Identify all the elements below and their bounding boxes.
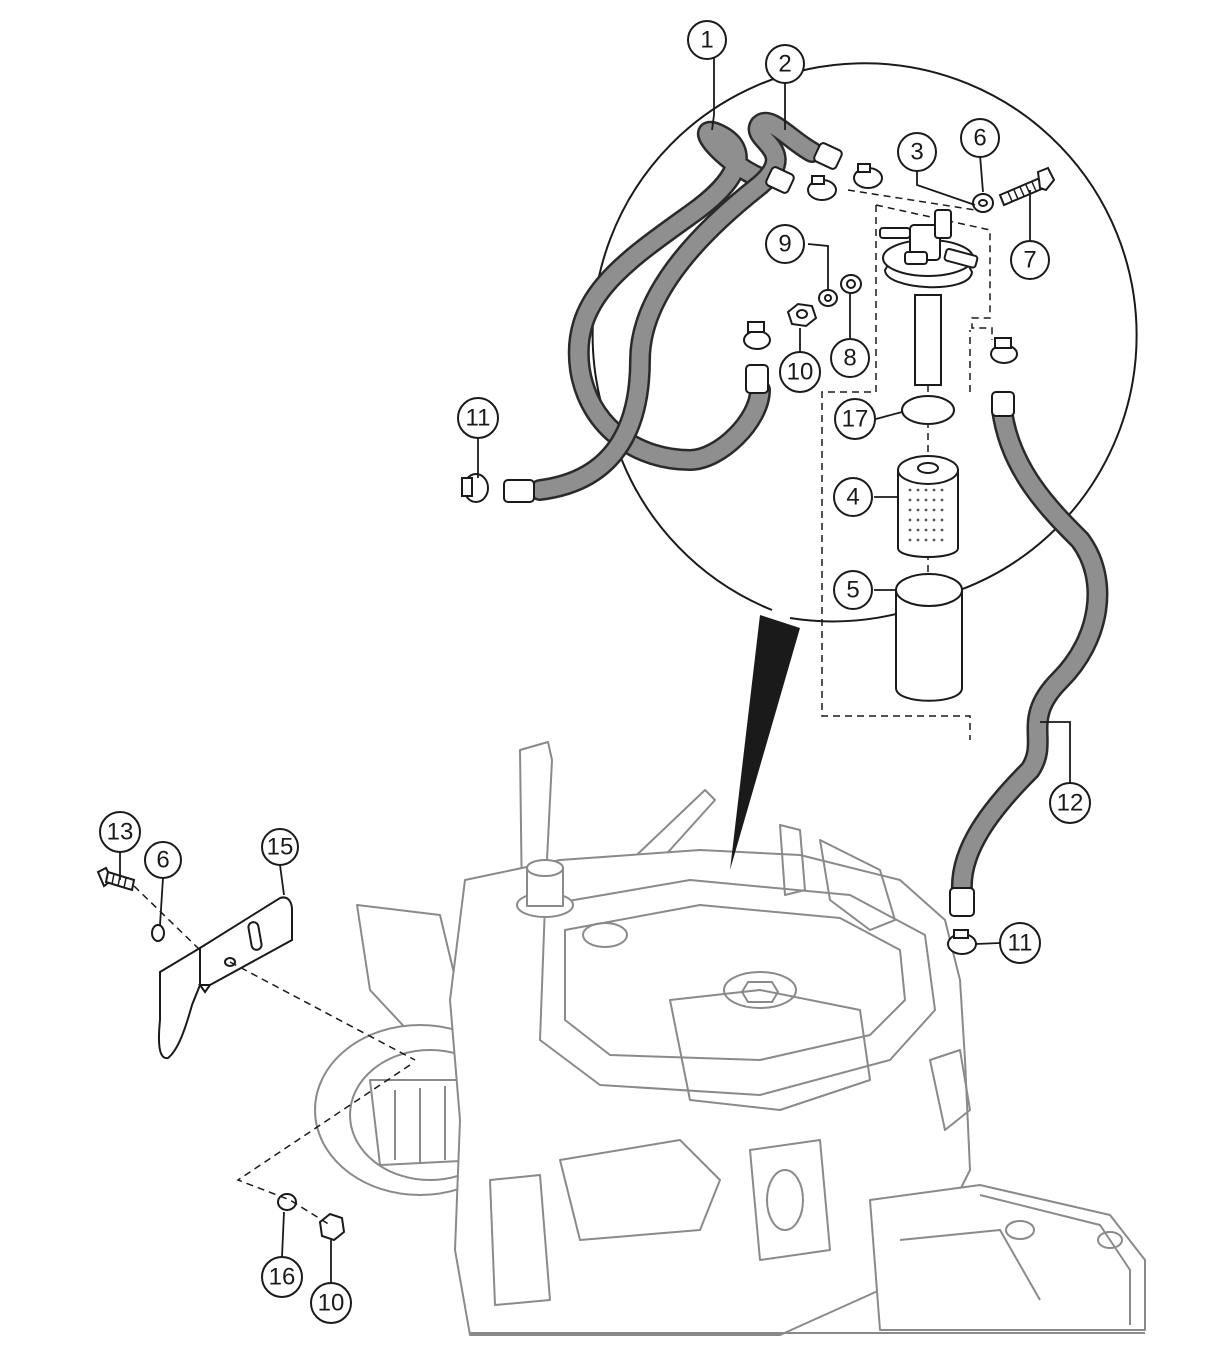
svg-text:12: 12 [1057, 790, 1084, 817]
clamp-icon [853, 163, 883, 189]
svg-text:1: 1 [700, 27, 713, 54]
svg-text:7: 7 [1023, 247, 1036, 274]
callout-8: 8 [830, 338, 870, 378]
hose-clamps [461, 163, 1018, 955]
engine-illustration [314, 741, 1146, 1336]
svg-text:2: 2 [778, 51, 791, 78]
hose-fittings [503, 142, 1015, 917]
callout-6-lower: 6 [144, 841, 182, 879]
hose-2 [529, 111, 823, 501]
bolt-13 [96, 866, 136, 892]
callout-9: 9 [765, 224, 805, 264]
svg-text:11: 11 [1008, 930, 1033, 957]
svg-text:8: 8 [843, 345, 856, 372]
svg-text:4: 4 [846, 484, 859, 511]
callout-17: 17 [834, 398, 876, 440]
callout-12: 12 [1049, 782, 1091, 824]
callout-15: 15 [261, 828, 299, 866]
callout-2: 2 [765, 44, 805, 84]
clamp-icon [743, 321, 771, 350]
nut-10-lower [318, 1212, 346, 1242]
svg-text:11: 11 [466, 405, 491, 432]
filter-assembly [786, 166, 1056, 740]
clamp-icon [947, 929, 977, 955]
svg-text:3: 3 [910, 139, 923, 166]
callout-10-lower: 10 [310, 1282, 352, 1324]
callout-11-upper: 11 [457, 397, 499, 439]
svg-text:9: 9 [778, 231, 791, 258]
clamp-icon [807, 175, 837, 201]
callout-7: 7 [1010, 240, 1050, 280]
leader-lines [119, 58, 1071, 1283]
hose-1 [567, 120, 771, 471]
callout-6-upper: 6 [960, 118, 1000, 158]
svg-text:17: 17 [842, 406, 869, 433]
hose-12 [950, 399, 1109, 901]
callout-13: 13 [99, 811, 141, 853]
filter-perforation [908, 488, 944, 542]
washer-6-lower [151, 924, 165, 942]
svg-text:10: 10 [318, 1290, 345, 1317]
callout-4: 4 [833, 477, 873, 517]
callout-1: 1 [687, 20, 727, 60]
svg-text:6: 6 [973, 125, 986, 152]
bracket-15 [158, 896, 293, 1060]
clamp-icon [990, 337, 1018, 364]
callout-16: 16 [261, 1256, 303, 1298]
bolt-7 [998, 166, 1056, 207]
svg-text:15: 15 [267, 834, 294, 861]
svg-text:13: 13 [107, 819, 134, 846]
clamp-icon [461, 473, 489, 503]
callout-11-lower: 11 [999, 922, 1041, 964]
assembly-lines [133, 885, 416, 1226]
callout-3: 3 [897, 132, 937, 172]
callout-5: 5 [833, 570, 873, 610]
svg-text:10: 10 [787, 359, 814, 386]
svg-text:6: 6 [156, 847, 169, 874]
callout-10-upper: 10 [779, 351, 821, 393]
washer-16 [277, 1193, 297, 1211]
svg-text:16: 16 [269, 1264, 296, 1291]
svg-text:5: 5 [846, 577, 859, 604]
